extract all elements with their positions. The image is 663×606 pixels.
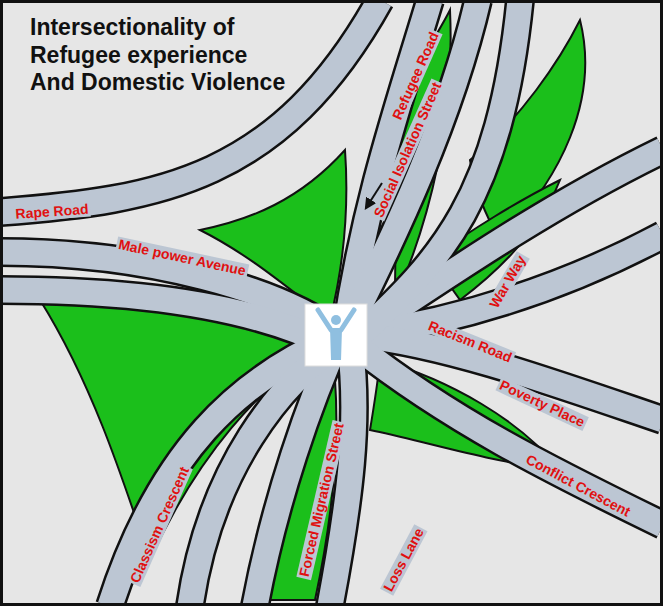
refuge-icon xyxy=(305,304,367,366)
diagram-title: Intersectionality of Refugee experience … xyxy=(30,14,292,97)
